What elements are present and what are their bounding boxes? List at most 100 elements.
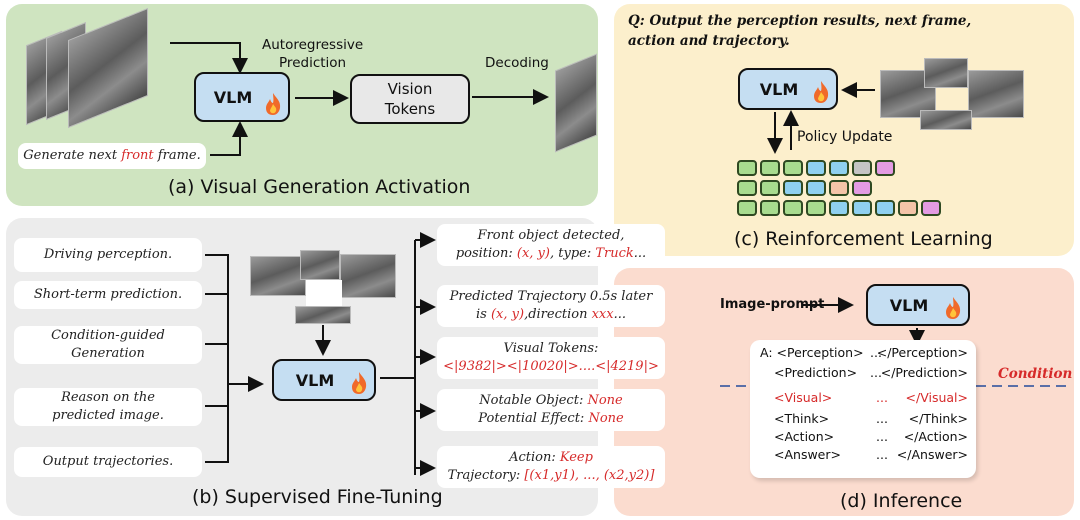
vlm-box: VLM bbox=[738, 68, 838, 110]
vlm-label: VLM bbox=[213, 87, 253, 107]
flame-icon bbox=[946, 297, 961, 319]
sft-task-box: Short-term prediction. bbox=[14, 281, 202, 309]
highlight-text: <|9382|><|10020|>....<|4219|> bbox=[443, 359, 659, 374]
open-tag: <Prediction> bbox=[774, 365, 858, 380]
token-green bbox=[760, 200, 780, 216]
close-tag: </Perception> bbox=[876, 345, 968, 360]
sft-output-box: Front object detected,position: (x, y), … bbox=[437, 224, 665, 266]
token-green bbox=[783, 200, 803, 216]
output-line: position: (x, y), type: Truck... bbox=[456, 245, 646, 263]
vlm-box: VLM bbox=[272, 359, 376, 401]
highlight-text: xxx bbox=[591, 307, 614, 322]
caption-b: (b) Supervised Fine-Tuning bbox=[192, 486, 443, 508]
token-green bbox=[737, 160, 757, 176]
ellipsis: ... bbox=[870, 365, 882, 380]
generated-frame-image bbox=[555, 53, 597, 153]
open-tag: <Answer> bbox=[774, 447, 841, 462]
output-line: <|9382|><|10020|>....<|4219|> bbox=[443, 358, 659, 376]
highlight-text: [(x1,y1), ..., (x2,y2)] bbox=[524, 468, 655, 483]
output-text: , type: bbox=[549, 246, 596, 261]
ellipsis: ... bbox=[876, 390, 888, 405]
output-text: Front object detected, bbox=[477, 228, 625, 244]
open-tag: <Visual> bbox=[774, 390, 833, 405]
output-text: ,direction bbox=[524, 307, 592, 322]
answer-row: <Visual>...</Visual> bbox=[750, 390, 976, 408]
output-text: Notable Object: bbox=[479, 393, 588, 409]
output-text: ... bbox=[633, 246, 647, 261]
output-line: Notable Object: None bbox=[479, 392, 622, 410]
highlight-text: (x, y) bbox=[490, 307, 525, 322]
vlm-box: VLM bbox=[866, 284, 970, 326]
sft-task-box: Output trajectories. bbox=[14, 447, 202, 477]
output-line: Predicted Trajectory 0.5s later bbox=[450, 288, 653, 306]
token-green bbox=[760, 160, 780, 176]
policy-update-label: Policy Update bbox=[797, 129, 893, 145]
output-text: position: bbox=[455, 246, 517, 261]
sft-task-box: Driving perception. bbox=[14, 238, 202, 272]
open-tag: <Think> bbox=[774, 411, 830, 426]
output-line: Trajectory: [(x1,y1), ..., (x2,y2)] bbox=[448, 467, 655, 485]
ellipsis: ... bbox=[876, 411, 888, 426]
decoding-label: Decoding bbox=[485, 55, 549, 71]
token-blue bbox=[875, 200, 895, 216]
answer-row: <Prediction>...</Prediction> bbox=[750, 365, 976, 383]
answer-row: A: <Perception>...</Perception> bbox=[750, 345, 976, 363]
token-blue bbox=[829, 200, 849, 216]
vlm-label: VLM bbox=[889, 295, 929, 315]
token-peach bbox=[829, 180, 849, 196]
token-blue bbox=[783, 180, 803, 196]
vision-tokens-box: Vision Tokens bbox=[350, 74, 470, 124]
token-blue bbox=[829, 160, 849, 176]
camera-view-image bbox=[924, 58, 968, 88]
answer-row: <Action>...</Action> bbox=[750, 429, 976, 447]
ellipsis: ... bbox=[876, 429, 888, 444]
camera-view-image bbox=[968, 70, 1024, 118]
condition-label: Condition bbox=[998, 366, 1073, 382]
token-green bbox=[806, 200, 826, 216]
flame-icon bbox=[266, 93, 281, 115]
camera-view-image bbox=[250, 256, 306, 296]
output-text: Action: bbox=[509, 450, 560, 466]
close-tag: </Think> bbox=[908, 411, 968, 426]
highlight-text: Truck bbox=[595, 246, 634, 261]
token-green bbox=[737, 180, 757, 196]
token-peach bbox=[898, 200, 918, 216]
answer-box: A: <Perception>...</Perception><Predicti… bbox=[750, 340, 976, 478]
caption-c: (c) Reinforcement Learning bbox=[734, 228, 993, 250]
flame-icon bbox=[352, 372, 367, 394]
token-pink bbox=[921, 200, 941, 216]
flame-icon bbox=[814, 81, 829, 103]
vlm-label: VLM bbox=[295, 370, 335, 390]
open-tag: A: <Perception> bbox=[760, 345, 864, 360]
token-green bbox=[760, 180, 780, 196]
output-text: ... bbox=[613, 307, 626, 322]
token-blue bbox=[806, 180, 826, 196]
autoregressive-prediction-label: Autoregressive Prediction bbox=[262, 37, 364, 71]
prompt-text: frame. bbox=[153, 148, 201, 164]
ellipsis: ... bbox=[876, 447, 888, 462]
highlight-text: Keep bbox=[559, 450, 593, 466]
image-prompt-label: Image-prompt bbox=[720, 297, 825, 312]
output-line: Action: Keep bbox=[509, 449, 593, 467]
sft-task-box: Reason on the predicted image. bbox=[14, 388, 202, 426]
ellipsis: ... bbox=[870, 345, 882, 360]
sft-task-box: Condition-guided Generation bbox=[14, 326, 202, 364]
output-line: is (x, y),direction xxx... bbox=[476, 306, 626, 324]
prompt-box: Generate next front frame. bbox=[18, 143, 206, 169]
token-blue bbox=[806, 160, 826, 176]
rl-question: Q: Output the perception results, next f… bbox=[628, 13, 972, 49]
output-line: Front object detected, bbox=[478, 227, 625, 245]
output-text: Potential Effect: bbox=[478, 411, 589, 426]
highlight-text: (x, y) bbox=[516, 246, 550, 261]
close-tag: </Prediction> bbox=[880, 365, 968, 380]
answer-row: <Think>... </Think> bbox=[750, 411, 976, 429]
vlm-box: VLM bbox=[194, 72, 290, 122]
answer-row: <Answer>...</Answer> bbox=[750, 447, 976, 465]
token-blue bbox=[852, 200, 872, 216]
output-text: Visual Tokens: bbox=[503, 341, 599, 357]
camera-view-image bbox=[295, 306, 351, 324]
prompt-highlight: front bbox=[121, 148, 154, 164]
